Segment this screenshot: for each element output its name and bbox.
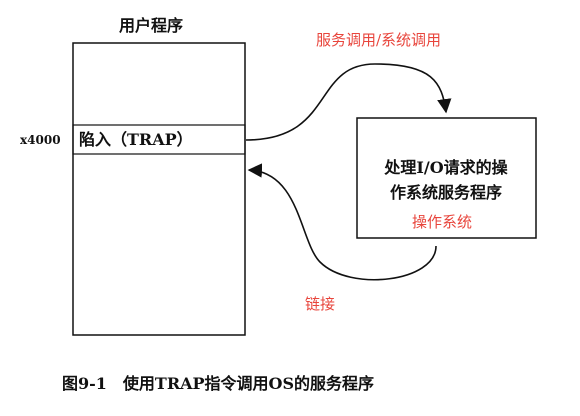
service-call-label: 服务调用/系统调用 (316, 31, 441, 49)
figure-caption: 图9-1 使用TRAP指令调用OS的服务程序 (62, 374, 374, 393)
trap-instruction-cell (72, 124, 246, 155)
user-program-box (72, 42, 246, 336)
return-link-arrow (247, 163, 437, 281)
os-label: 操作系统 (412, 213, 472, 231)
trap-instruction-text: 陷入（TRAP） (79, 130, 193, 149)
return-link-label: 链接 (305, 295, 335, 313)
service-call-arrow (245, 63, 452, 141)
program-title: 用户程序 (119, 16, 183, 35)
os-service-line1: 处理I/O请求的操 (383, 158, 508, 177)
address-label: x4000 (20, 133, 61, 147)
os-service-box (356, 117, 537, 239)
os-service-line2: 作系统服务程序 (390, 183, 502, 202)
